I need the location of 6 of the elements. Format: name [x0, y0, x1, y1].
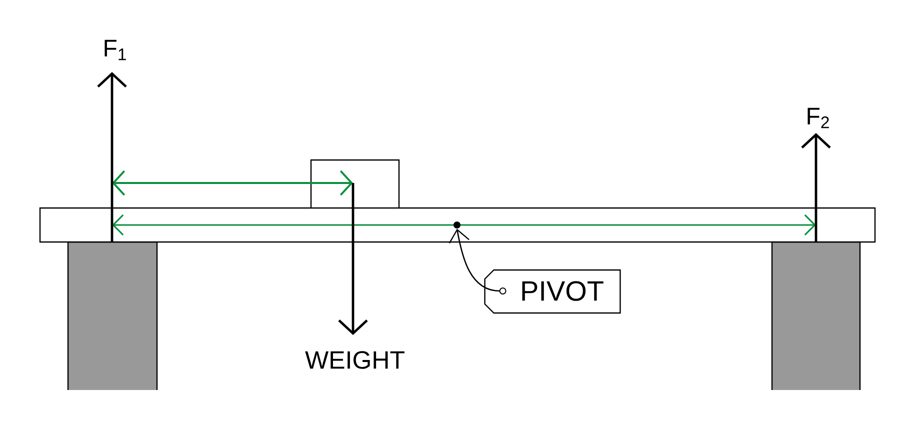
- pivot-point: [454, 222, 460, 228]
- leader-line: [448, 228, 500, 292]
- force-label: F$_{1}$: [104, 40, 126, 60]
- force-label: WEIGHT: [305, 351, 404, 369]
- force-label: F$_{2}$: [808, 108, 829, 128]
- tag-label: PIVOT: [484, 269, 621, 314]
